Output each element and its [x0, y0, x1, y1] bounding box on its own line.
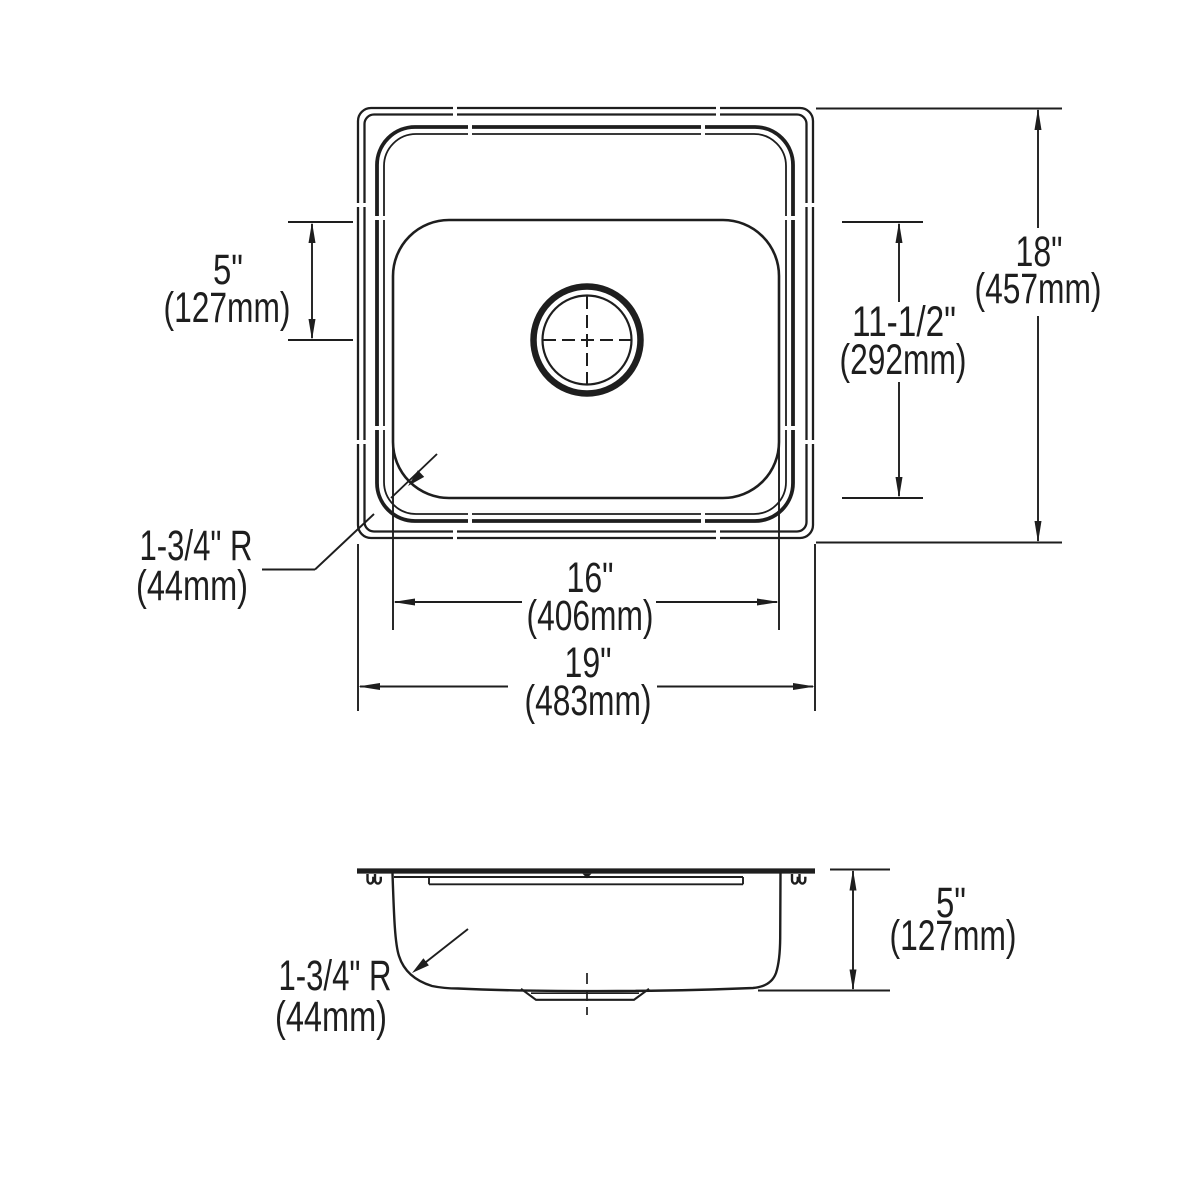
- dim-label-overall-width-inches: 19": [565, 639, 612, 687]
- dim-label-bowl-width-inches: 16": [567, 554, 614, 602]
- dimension-overall-width: 19" (483mm): [357, 544, 816, 725]
- dim-label-drain-offset-inches: 5": [213, 246, 243, 294]
- dim-label-overall-depth-inches: 18": [1016, 228, 1063, 276]
- drain-recess-profile: [520, 973, 650, 1015]
- dim-label-overall-width-mm: (483mm): [525, 677, 652, 725]
- dimension-drain-offset: 5" (127mm): [164, 221, 353, 341]
- side-view-section: 1-3/4" R (44mm) 5" (127mm): [275, 868, 1017, 1041]
- dim-label-corner-radius-side-mm: (44mm): [275, 993, 387, 1041]
- drain-opening: [530, 283, 644, 397]
- dimension-bowl-depth: 11-1/2" (292mm): [840, 221, 967, 499]
- dim-label-drain-offset-mm: (127mm): [164, 284, 291, 332]
- bowl-profile-outline: [391, 873, 782, 993]
- sink-outer-edge-outer-line: [356, 106, 815, 540]
- callout-corner-radius-side: 1-3/4" R (44mm): [275, 928, 469, 1041]
- callout-corner-radius-plan: 1-3/4" R (44mm): [136, 453, 438, 610]
- dim-label-overall-depth-mm: (457mm): [975, 265, 1102, 313]
- dimension-bowl-width: 16" (406mm): [392, 443, 780, 640]
- drain-outer-ring: [530, 283, 644, 397]
- rim-center-notch: [582, 873, 592, 879]
- top-view-plan: 5" (127mm) 11-1/2" (292mm) 18" (457mm): [136, 104, 1102, 725]
- bowl-rim-outer-line: [375, 125, 795, 523]
- dim-label-bowl-width-mm: (406mm): [527, 592, 654, 640]
- dimension-overall-depth: 18" (457mm): [816, 107, 1102, 544]
- rim-underside-ledge: [394, 876, 744, 886]
- flange-line-break-ticks: [355, 104, 815, 542]
- dim-label-sink-height-mm: (127mm): [890, 912, 1017, 960]
- dim-label-corner-radius-side-inches: 1-3/4" R: [279, 952, 392, 1000]
- dimension-sink-height: 5" (127mm): [758, 868, 1017, 992]
- mounting-clip-left: [366, 874, 382, 885]
- dim-label-corner-radius-plan-mm: (44mm): [136, 562, 248, 610]
- dim-label-bowl-depth-mm: (292mm): [840, 336, 967, 384]
- dim-label-sink-height-inches: 5": [936, 879, 966, 927]
- dim-label-corner-radius-plan-inches: 1-3/4" R: [140, 522, 253, 570]
- dim-label-bowl-depth-inches: 11-1/2": [852, 298, 956, 346]
- bowl-rim-inner-line: [383, 133, 787, 515]
- sink-outer-edge-inner-line: [363, 113, 808, 533]
- bowl-bottom-outline: [391, 218, 781, 500]
- mounting-clip-right: [790, 874, 807, 885]
